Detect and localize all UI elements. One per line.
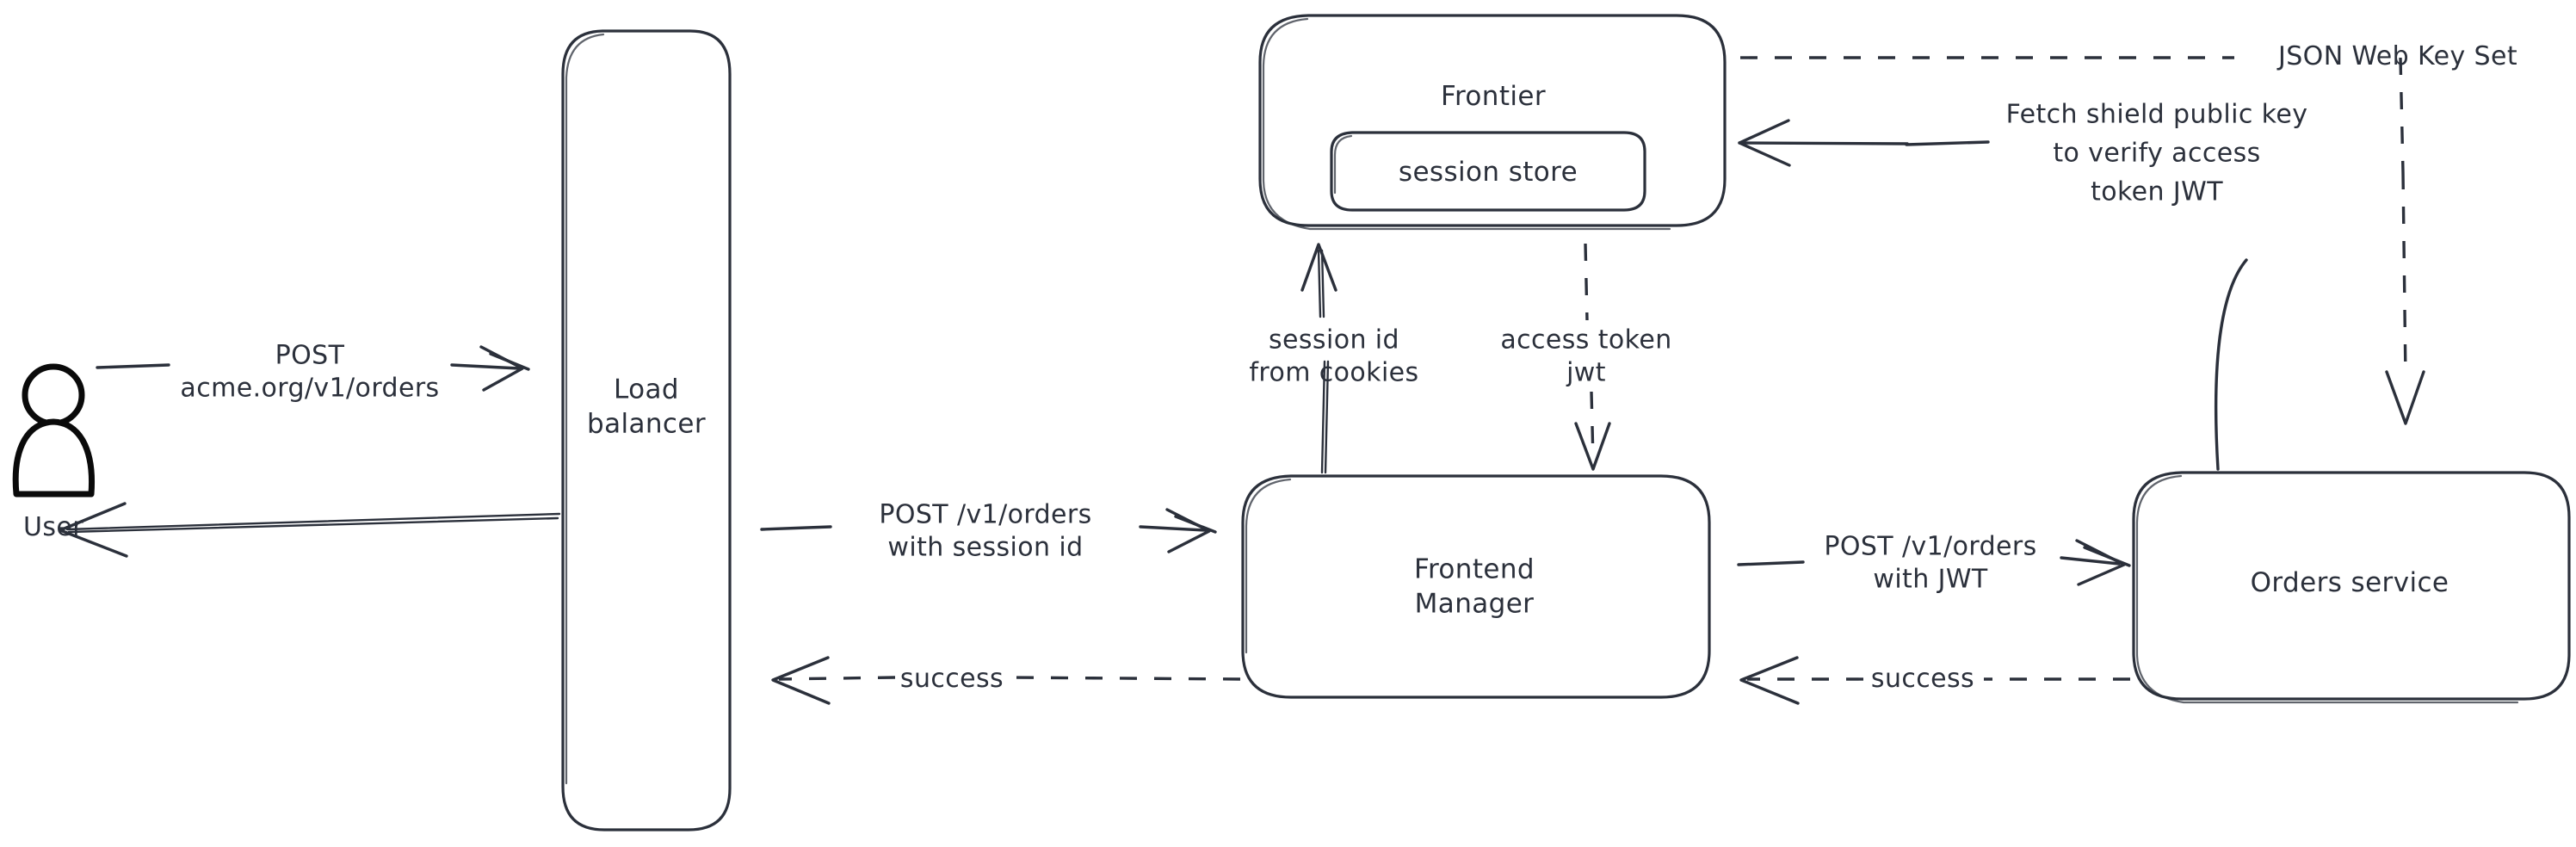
edge-orders-service-to-frontier <box>1738 119 2248 471</box>
node-load-balancer[interactable] <box>561 29 732 832</box>
edge-frontend-manager-to-frontier <box>1300 243 1337 474</box>
edge-load-balancer-to-frontend-manager <box>760 508 1217 553</box>
actor-user <box>12 363 96 498</box>
edge-frontend-manager-to-load-balancer <box>771 656 1241 705</box>
node-frontier[interactable] <box>1258 14 1727 231</box>
edge-frontier-to-orders-service <box>1740 56 2425 425</box>
node-frontend-manager[interactable] <box>1241 474 1711 699</box>
edge-load-balancer-to-user <box>59 502 561 558</box>
node-session-store[interactable] <box>1330 131 1646 212</box>
edge-orders-service-to-frontend-manager <box>1739 656 2130 705</box>
node-orders-service[interactable] <box>2132 471 2571 704</box>
edge-frontier-to-frontend-manager <box>1574 243 1611 471</box>
edge-frontend-manager-to-orders-service <box>1737 539 2131 586</box>
edge-user-to-load-balancer <box>96 345 530 392</box>
